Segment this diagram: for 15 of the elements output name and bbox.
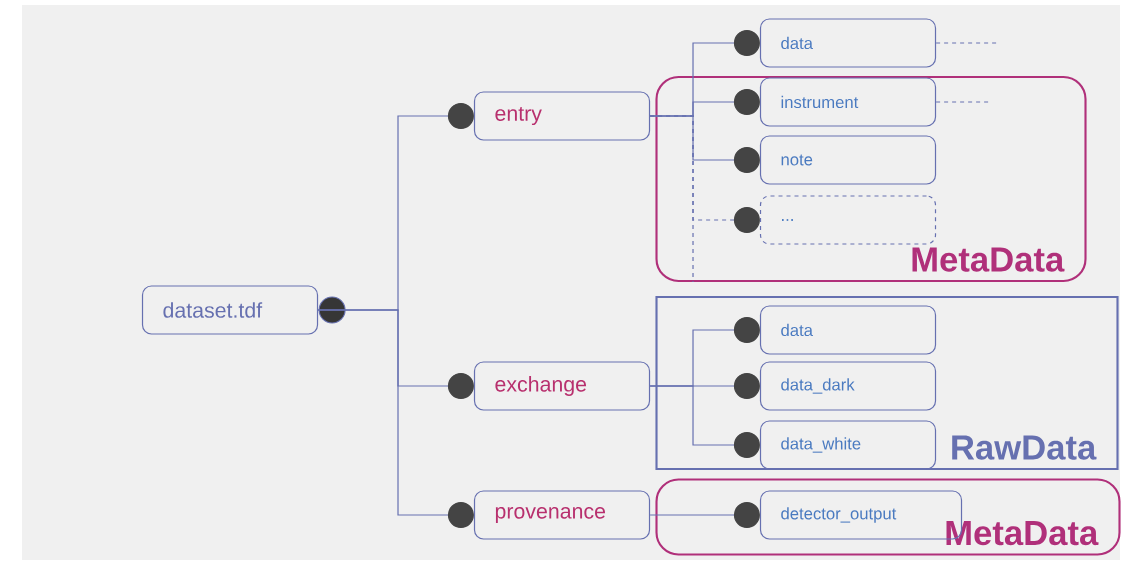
node-box: ... — [759, 195, 937, 245]
node-box: exchange — [473, 361, 651, 411]
connector — [317, 309, 474, 528]
node-box: data — [759, 18, 937, 68]
node-box: data_white — [759, 420, 937, 470]
node-box: entry — [473, 91, 651, 141]
node-box: note — [759, 135, 937, 185]
node-box: data — [759, 305, 937, 355]
node-box: instrument — [759, 77, 937, 127]
dashed-line — [935, 101, 992, 103]
node-box: dataset.tdf — [141, 285, 346, 335]
connector — [649, 385, 760, 458]
connector — [649, 502, 760, 528]
node-box: provenance — [473, 490, 651, 540]
node-box: data_dark — [759, 361, 937, 411]
